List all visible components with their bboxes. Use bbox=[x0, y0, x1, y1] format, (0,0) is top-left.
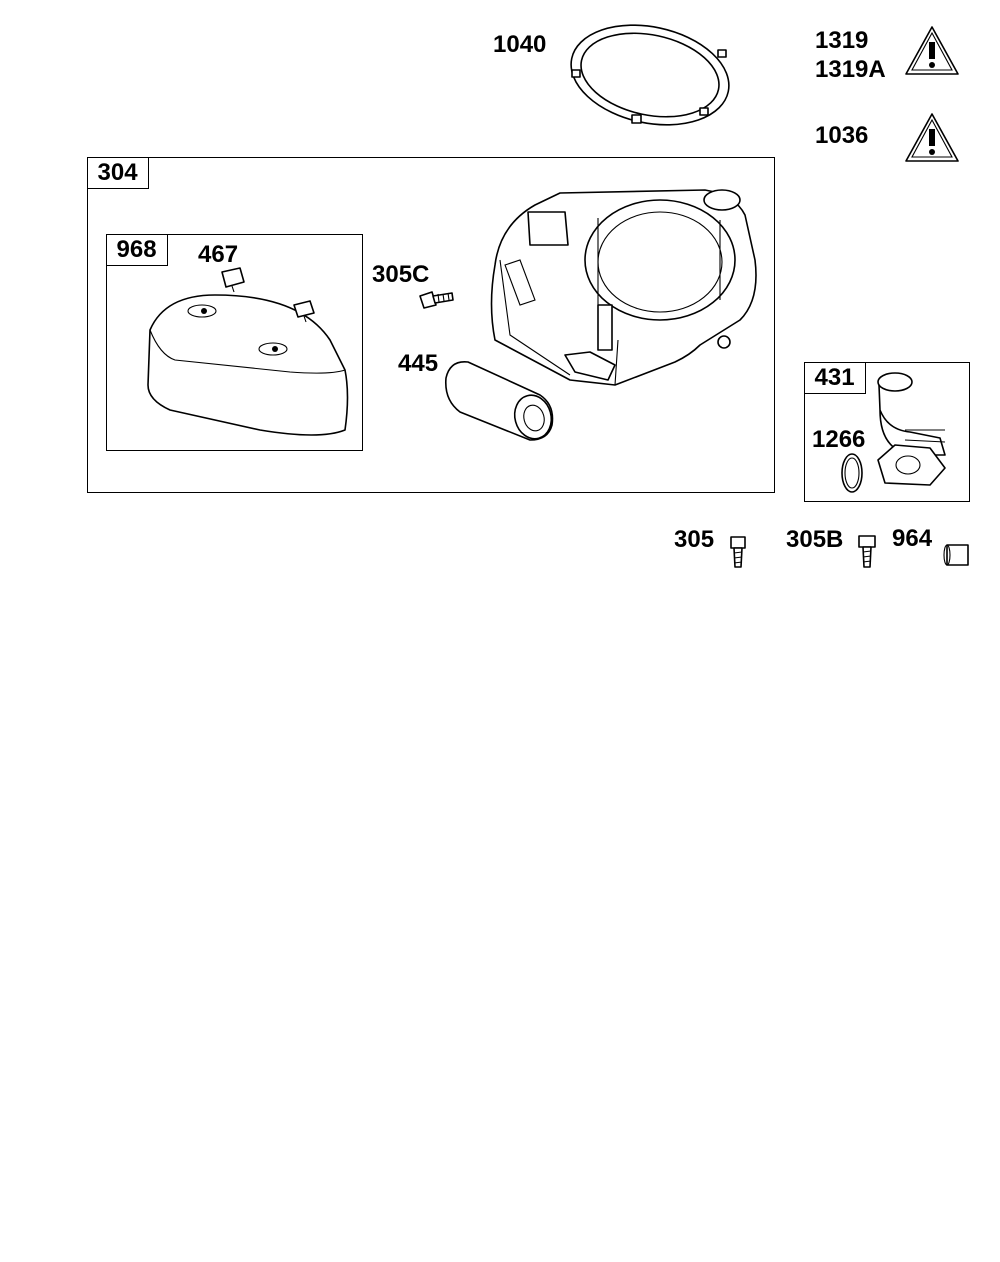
callout-1040: 1040 bbox=[493, 31, 547, 58]
callout-1266: 1266 bbox=[812, 426, 866, 453]
filter-part-445 bbox=[444, 361, 554, 441]
callout-964: 964 bbox=[892, 525, 933, 552]
callout-305c: 305C bbox=[372, 261, 430, 288]
group-tag-431: 431 bbox=[803, 361, 866, 394]
callout-305: 305 bbox=[674, 526, 715, 553]
warning-triangle-icon bbox=[905, 113, 959, 162]
o-ring-part-1266 bbox=[841, 453, 863, 493]
screw-part-305 bbox=[730, 536, 746, 568]
callout-445: 445 bbox=[398, 350, 439, 377]
callout-467: 467 bbox=[198, 241, 239, 268]
callout-305b: 305B bbox=[786, 526, 844, 553]
callout-1036: 1036 bbox=[815, 122, 869, 149]
warning-triangle-icon bbox=[905, 26, 959, 75]
group-tag-304: 304 bbox=[86, 156, 149, 189]
screw-part-305b bbox=[858, 535, 876, 568]
clip-part-467 bbox=[221, 267, 315, 323]
blower-housing-part-304 bbox=[490, 189, 757, 386]
group-box-431: 431 bbox=[803, 361, 970, 502]
callout-1319: 1319 bbox=[815, 27, 869, 54]
ring-part-1040 bbox=[570, 24, 730, 126]
screw-part-305c bbox=[419, 291, 454, 309]
bushing-part-964 bbox=[943, 544, 969, 566]
cover-part-968 bbox=[147, 294, 349, 436]
group-tag-968: 968 bbox=[105, 233, 168, 266]
group-box-968: 968 bbox=[105, 233, 363, 451]
elbow-part-431 bbox=[877, 372, 946, 486]
callout-1319a: 1319A bbox=[815, 56, 886, 83]
group-box-304: 304 bbox=[86, 156, 775, 493]
